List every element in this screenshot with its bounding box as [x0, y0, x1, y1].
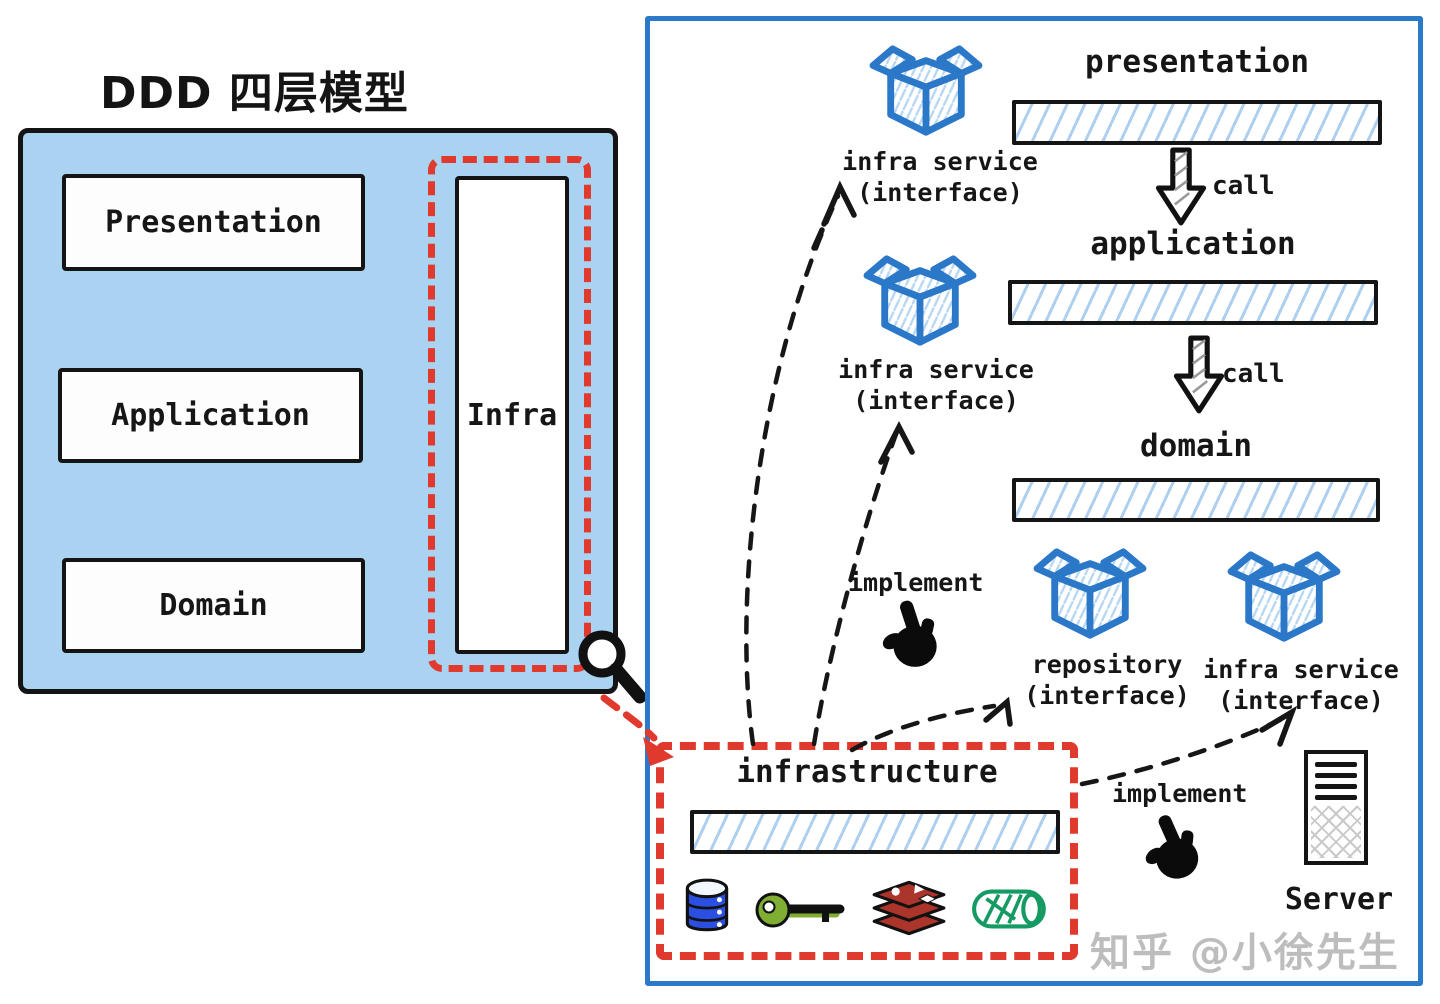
package-box-icon: [866, 40, 986, 142]
domain-layer-box: Domain: [62, 558, 365, 653]
application-layer-box: Application: [58, 368, 363, 463]
domain-layer-label: Domain: [159, 588, 268, 623]
infrastructure-layer-bar: [690, 810, 1060, 854]
call-arrow-down-icon: [1170, 335, 1228, 415]
message-queue-icon: [972, 889, 1046, 929]
repository-interface-label: repository (interface): [1024, 650, 1190, 710]
presentation-layer-bar: [1012, 100, 1382, 145]
package-box-icon: [860, 250, 980, 352]
magnifier-icon: [578, 630, 647, 704]
infra-service-interface-label-middle: infra service (interface): [838, 355, 1034, 415]
application-layer-label: Application: [111, 398, 310, 433]
infra-service-interface-label-top: infra service (interface): [842, 147, 1038, 207]
page-title: DDD 四层模型: [100, 68, 409, 120]
call-label-1: call: [1212, 171, 1275, 201]
application-section-title: application: [1090, 226, 1296, 262]
infra-highlight-dashed-box: [428, 156, 591, 672]
infra-layer-label: Infra: [466, 397, 558, 433]
infrastructure-section-title: infrastructure: [736, 754, 998, 790]
server-icon: [1304, 750, 1368, 865]
watermark: 知乎 @小徐先生: [1090, 930, 1400, 976]
call-label-2: call: [1222, 359, 1285, 389]
domain-layer-bar: [1012, 478, 1380, 522]
presentation-layer-label: Presentation: [105, 205, 322, 240]
package-box-icon: [1224, 546, 1344, 648]
implement-label-middle: implement: [848, 568, 984, 597]
server-label: Server: [1284, 882, 1394, 917]
pointing-hand-icon: [880, 599, 937, 667]
presentation-layer-box: Presentation: [62, 174, 365, 271]
call-arrow-down-icon: [1152, 147, 1210, 227]
implement-label-right: implement: [1112, 779, 1248, 808]
package-box-icon: [1030, 543, 1150, 645]
pointing-hand-icon: [1138, 810, 1201, 883]
infra-service-interface-label-right: infra service (interface): [1203, 655, 1399, 715]
redis-stack-icon: [872, 880, 946, 936]
database-icon: [685, 878, 729, 932]
application-layer-bar: [1008, 280, 1378, 325]
presentation-section-title: presentation: [1085, 44, 1309, 80]
domain-section-title: domain: [1140, 428, 1252, 464]
infra-layer-box: Infra: [455, 176, 569, 654]
key-icon: [755, 892, 845, 928]
